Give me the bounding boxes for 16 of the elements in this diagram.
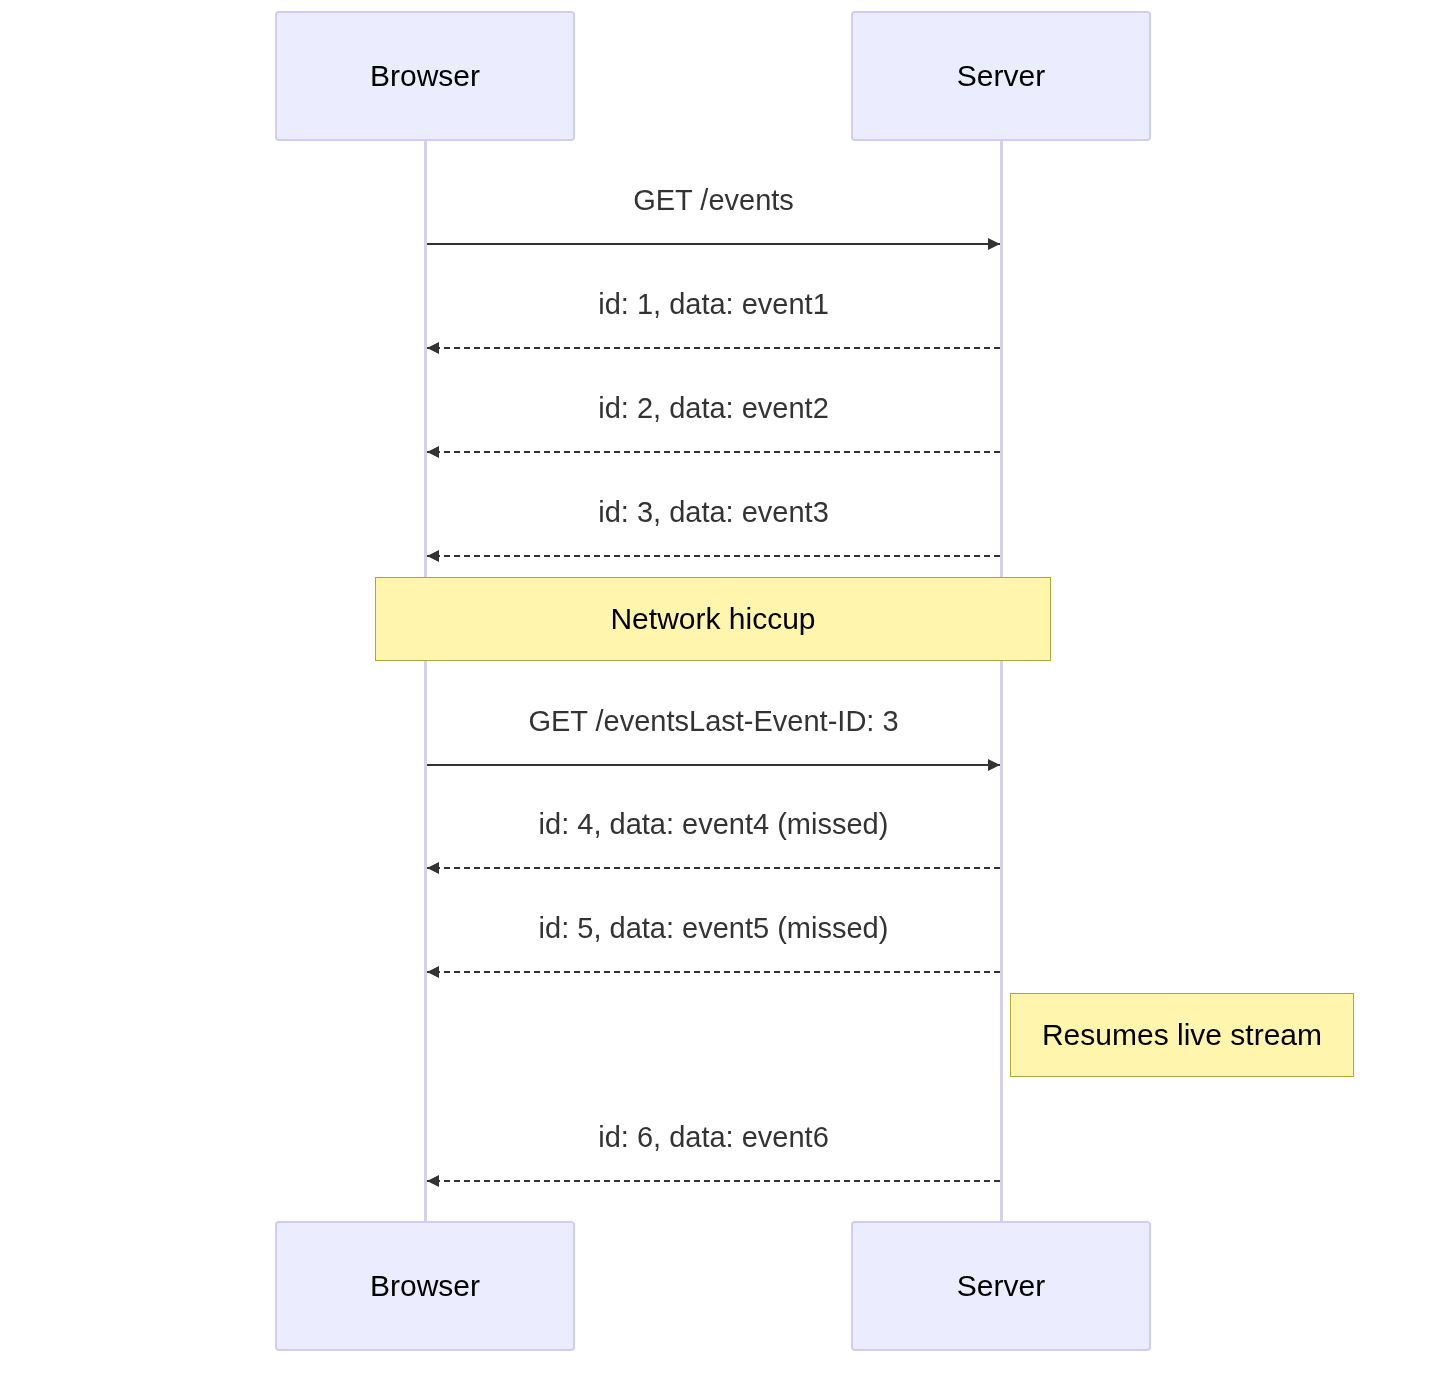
message-arrow: [426, 342, 1001, 354]
message-arrow: [426, 759, 1001, 771]
participant-box: Server: [851, 1221, 1151, 1351]
message-arrow: [426, 446, 1001, 458]
note-box: Resumes live stream: [1010, 993, 1354, 1077]
message-arrow: [426, 862, 1001, 874]
participant-box: Browser: [275, 11, 575, 141]
message-arrow: [426, 550, 1001, 562]
participant-box: Browser: [275, 1221, 575, 1351]
participant-box: Server: [851, 11, 1151, 141]
lifeline: [424, 141, 427, 1221]
lifeline: [1000, 141, 1003, 1221]
note-box: Network hiccup: [375, 577, 1051, 661]
message-arrow: [426, 1175, 1001, 1187]
message-arrow: [426, 238, 1001, 250]
message-arrow: [426, 966, 1001, 978]
